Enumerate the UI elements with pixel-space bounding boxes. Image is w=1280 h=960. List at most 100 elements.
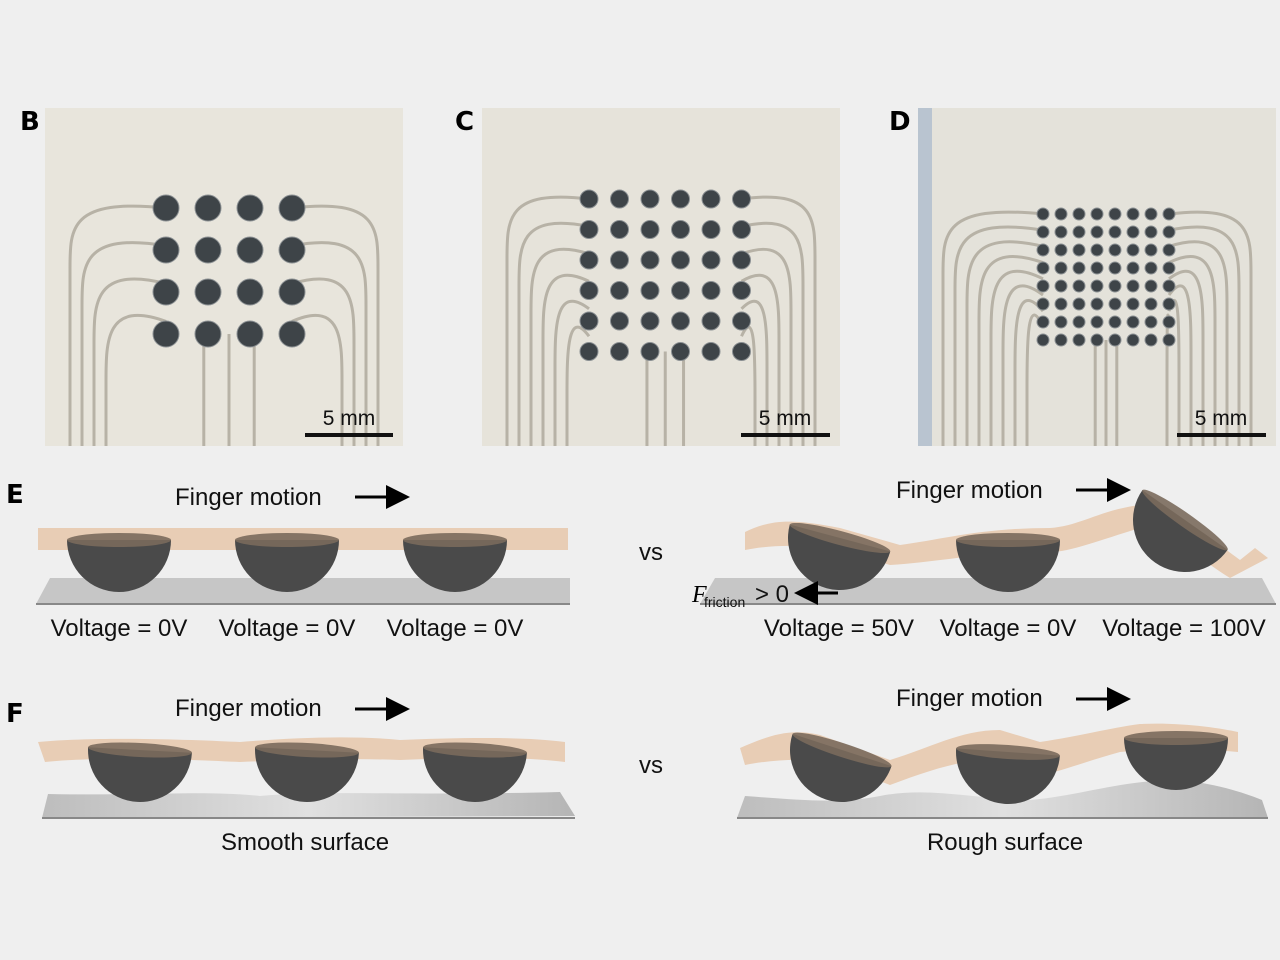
voltage-label: Voltage = 0V — [940, 615, 1077, 642]
electrode-dot — [1072, 261, 1086, 275]
electrode-trace — [740, 299, 769, 446]
electrode-trace — [92, 277, 167, 446]
electrode-trace — [1168, 210, 1253, 446]
electrode-dot — [1054, 243, 1068, 257]
surface-caption: Smooth surface — [221, 829, 389, 856]
photo-panel-c: 5 mm — [482, 108, 840, 446]
electrode-dot — [1126, 333, 1140, 347]
electrode-dot — [1072, 243, 1086, 257]
electrode-trace — [1168, 255, 1217, 446]
electrode-trace — [553, 299, 590, 446]
electrode-trace — [1167, 284, 1193, 446]
electrode-dot — [1108, 333, 1122, 347]
friction-symbol: F — [691, 582, 707, 608]
electrode-dot — [1162, 261, 1176, 275]
electrode-trace — [1168, 240, 1229, 446]
electrode-dot — [278, 278, 306, 306]
electrode-dot — [579, 189, 599, 209]
electrode-trace — [517, 221, 590, 446]
electrode-trace — [291, 204, 380, 446]
electrode-trace — [1168, 269, 1205, 446]
electrode-trace — [541, 273, 590, 446]
photo-panel-d: 5 mm — [918, 108, 1276, 446]
electrode-dot — [1108, 297, 1122, 311]
electrode-dot — [640, 342, 660, 361]
electrode-dot — [1036, 207, 1050, 221]
diagram-f-right: Finger motion Rough surface — [737, 685, 1268, 856]
diagram-e-right: Finger motion F friction > 0 Voltage = 5… — [691, 477, 1276, 642]
finger-motion-label: Finger motion — [896, 685, 1043, 712]
electrode-dot — [278, 320, 306, 348]
surface-caption: Rough surface — [927, 829, 1083, 856]
electrode-trace — [965, 240, 1044, 446]
electrode-dot — [579, 220, 599, 239]
electrode-dot — [1126, 207, 1140, 221]
hemisphere-electrode — [403, 533, 507, 592]
scale-bar-label: 5 mm — [323, 407, 376, 430]
electrode-dot — [236, 194, 264, 222]
electrode-dot — [1054, 225, 1068, 239]
photo-panel-b: 5 mm — [45, 108, 403, 446]
electrode-trace — [529, 247, 590, 446]
electrode-dot — [1126, 315, 1140, 329]
electrode-dot — [1090, 225, 1104, 239]
electrode-dot — [1090, 243, 1104, 257]
scale-bar-label: 5 mm — [759, 407, 812, 430]
electrode-dot — [1036, 225, 1050, 239]
electrode-dot — [732, 189, 751, 209]
electrode-dot — [701, 311, 721, 331]
voltage-label: Voltage = 0V — [219, 615, 356, 642]
finger-motion-label: Finger motion — [896, 477, 1043, 504]
electrode-trace — [291, 277, 356, 446]
hemisphere-electrode — [788, 522, 891, 590]
electrode-trace — [80, 241, 167, 446]
electrode-dot — [671, 311, 690, 331]
electrode-dot — [1036, 333, 1050, 347]
electrode-dot — [1072, 333, 1086, 347]
electrode-dot — [1054, 261, 1068, 275]
electrode-dot — [701, 220, 721, 239]
electrode-dot — [152, 194, 180, 222]
panel-label-e: E — [6, 480, 24, 510]
electrode-dot — [1162, 279, 1176, 293]
electrode-trace — [740, 273, 781, 446]
electrode-dot — [236, 278, 264, 306]
electrode-dot — [1144, 243, 1158, 257]
hemisphere-electrode — [255, 742, 359, 802]
electrode-dot — [640, 250, 660, 270]
panel-label-c: C — [455, 107, 474, 137]
electrode-dot — [579, 342, 599, 361]
electrode-dot — [610, 250, 629, 270]
electrode-dot — [1036, 297, 1050, 311]
electrode-trace — [941, 210, 1044, 446]
panel-label-b: B — [20, 107, 40, 137]
electrode-trace — [953, 225, 1044, 446]
electrode-dot — [640, 311, 660, 331]
electrode-dot — [194, 320, 222, 348]
electrode-trace — [977, 255, 1044, 446]
electrode-dot — [579, 311, 599, 331]
electrode-dot — [640, 220, 660, 239]
electrode-dot — [1126, 279, 1140, 293]
electrode-trace — [1025, 313, 1045, 446]
electrode-trace — [1001, 284, 1044, 446]
hemisphere-electrode — [1124, 731, 1228, 790]
electrode-trace — [291, 313, 344, 446]
electrode-dot — [701, 189, 721, 209]
electrode-dot — [1072, 279, 1086, 293]
electrode-dot — [671, 342, 690, 361]
electrode-dot — [1090, 297, 1104, 311]
finger-motion-label: Finger motion — [175, 484, 322, 511]
electrode-dot — [1108, 207, 1122, 221]
electrode-dot — [194, 194, 222, 222]
voltage-label: Voltage = 0V — [51, 615, 188, 642]
electrode-dot — [1144, 279, 1158, 293]
electrode-dot — [1162, 207, 1176, 221]
diagram-f-left: Finger motion Smooth surface — [38, 695, 575, 856]
electrode-dot — [1054, 333, 1068, 347]
electrode-dot — [1072, 297, 1086, 311]
electrode-dot — [579, 281, 599, 300]
electrode-dot — [1162, 333, 1176, 347]
hemisphere-electrode — [67, 533, 171, 592]
electrode-trace — [505, 195, 590, 446]
